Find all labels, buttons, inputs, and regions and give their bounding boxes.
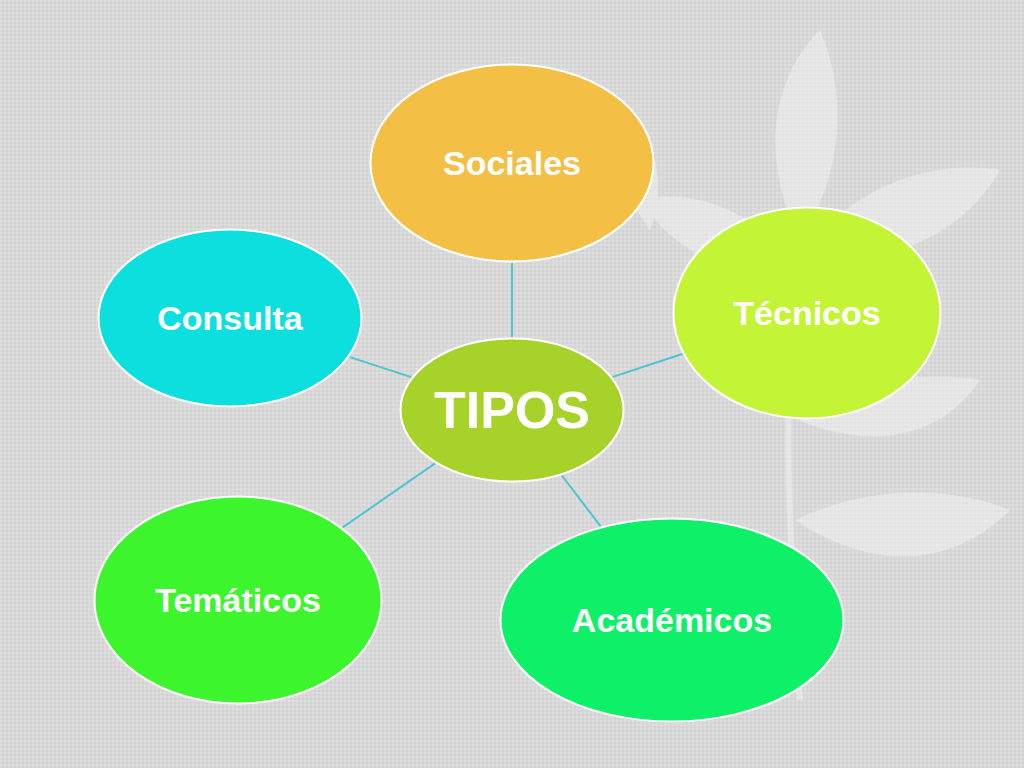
center-ellipse: TIPOS [399,337,625,483]
connector-line [350,357,411,377]
node-label: Consulta [157,299,302,338]
ellipse-fill [401,339,624,482]
ellipse-fill [95,497,382,704]
node-label: Sociales [443,144,581,183]
connector-line [613,354,683,377]
ellipse-fill [371,65,654,262]
connector-line [562,475,601,526]
connector-line [511,263,513,337]
type-ellipse: Temáticos [93,495,383,705]
type-ellipse: Consulta [97,228,363,408]
type-ellipse: Técnicos [672,206,942,420]
node-label: Académicos [572,601,772,640]
node-label: Técnicos [733,294,880,333]
ellipse-fill [501,519,844,722]
ellipse-fill [99,230,362,407]
node-label: Temáticos [155,581,321,620]
type-ellipse: Académicos [499,517,845,723]
node-label: TIPOS [434,380,590,440]
ellipse-fill [674,208,941,419]
type-ellipse: Sociales [369,63,655,263]
connector-line [343,463,435,527]
